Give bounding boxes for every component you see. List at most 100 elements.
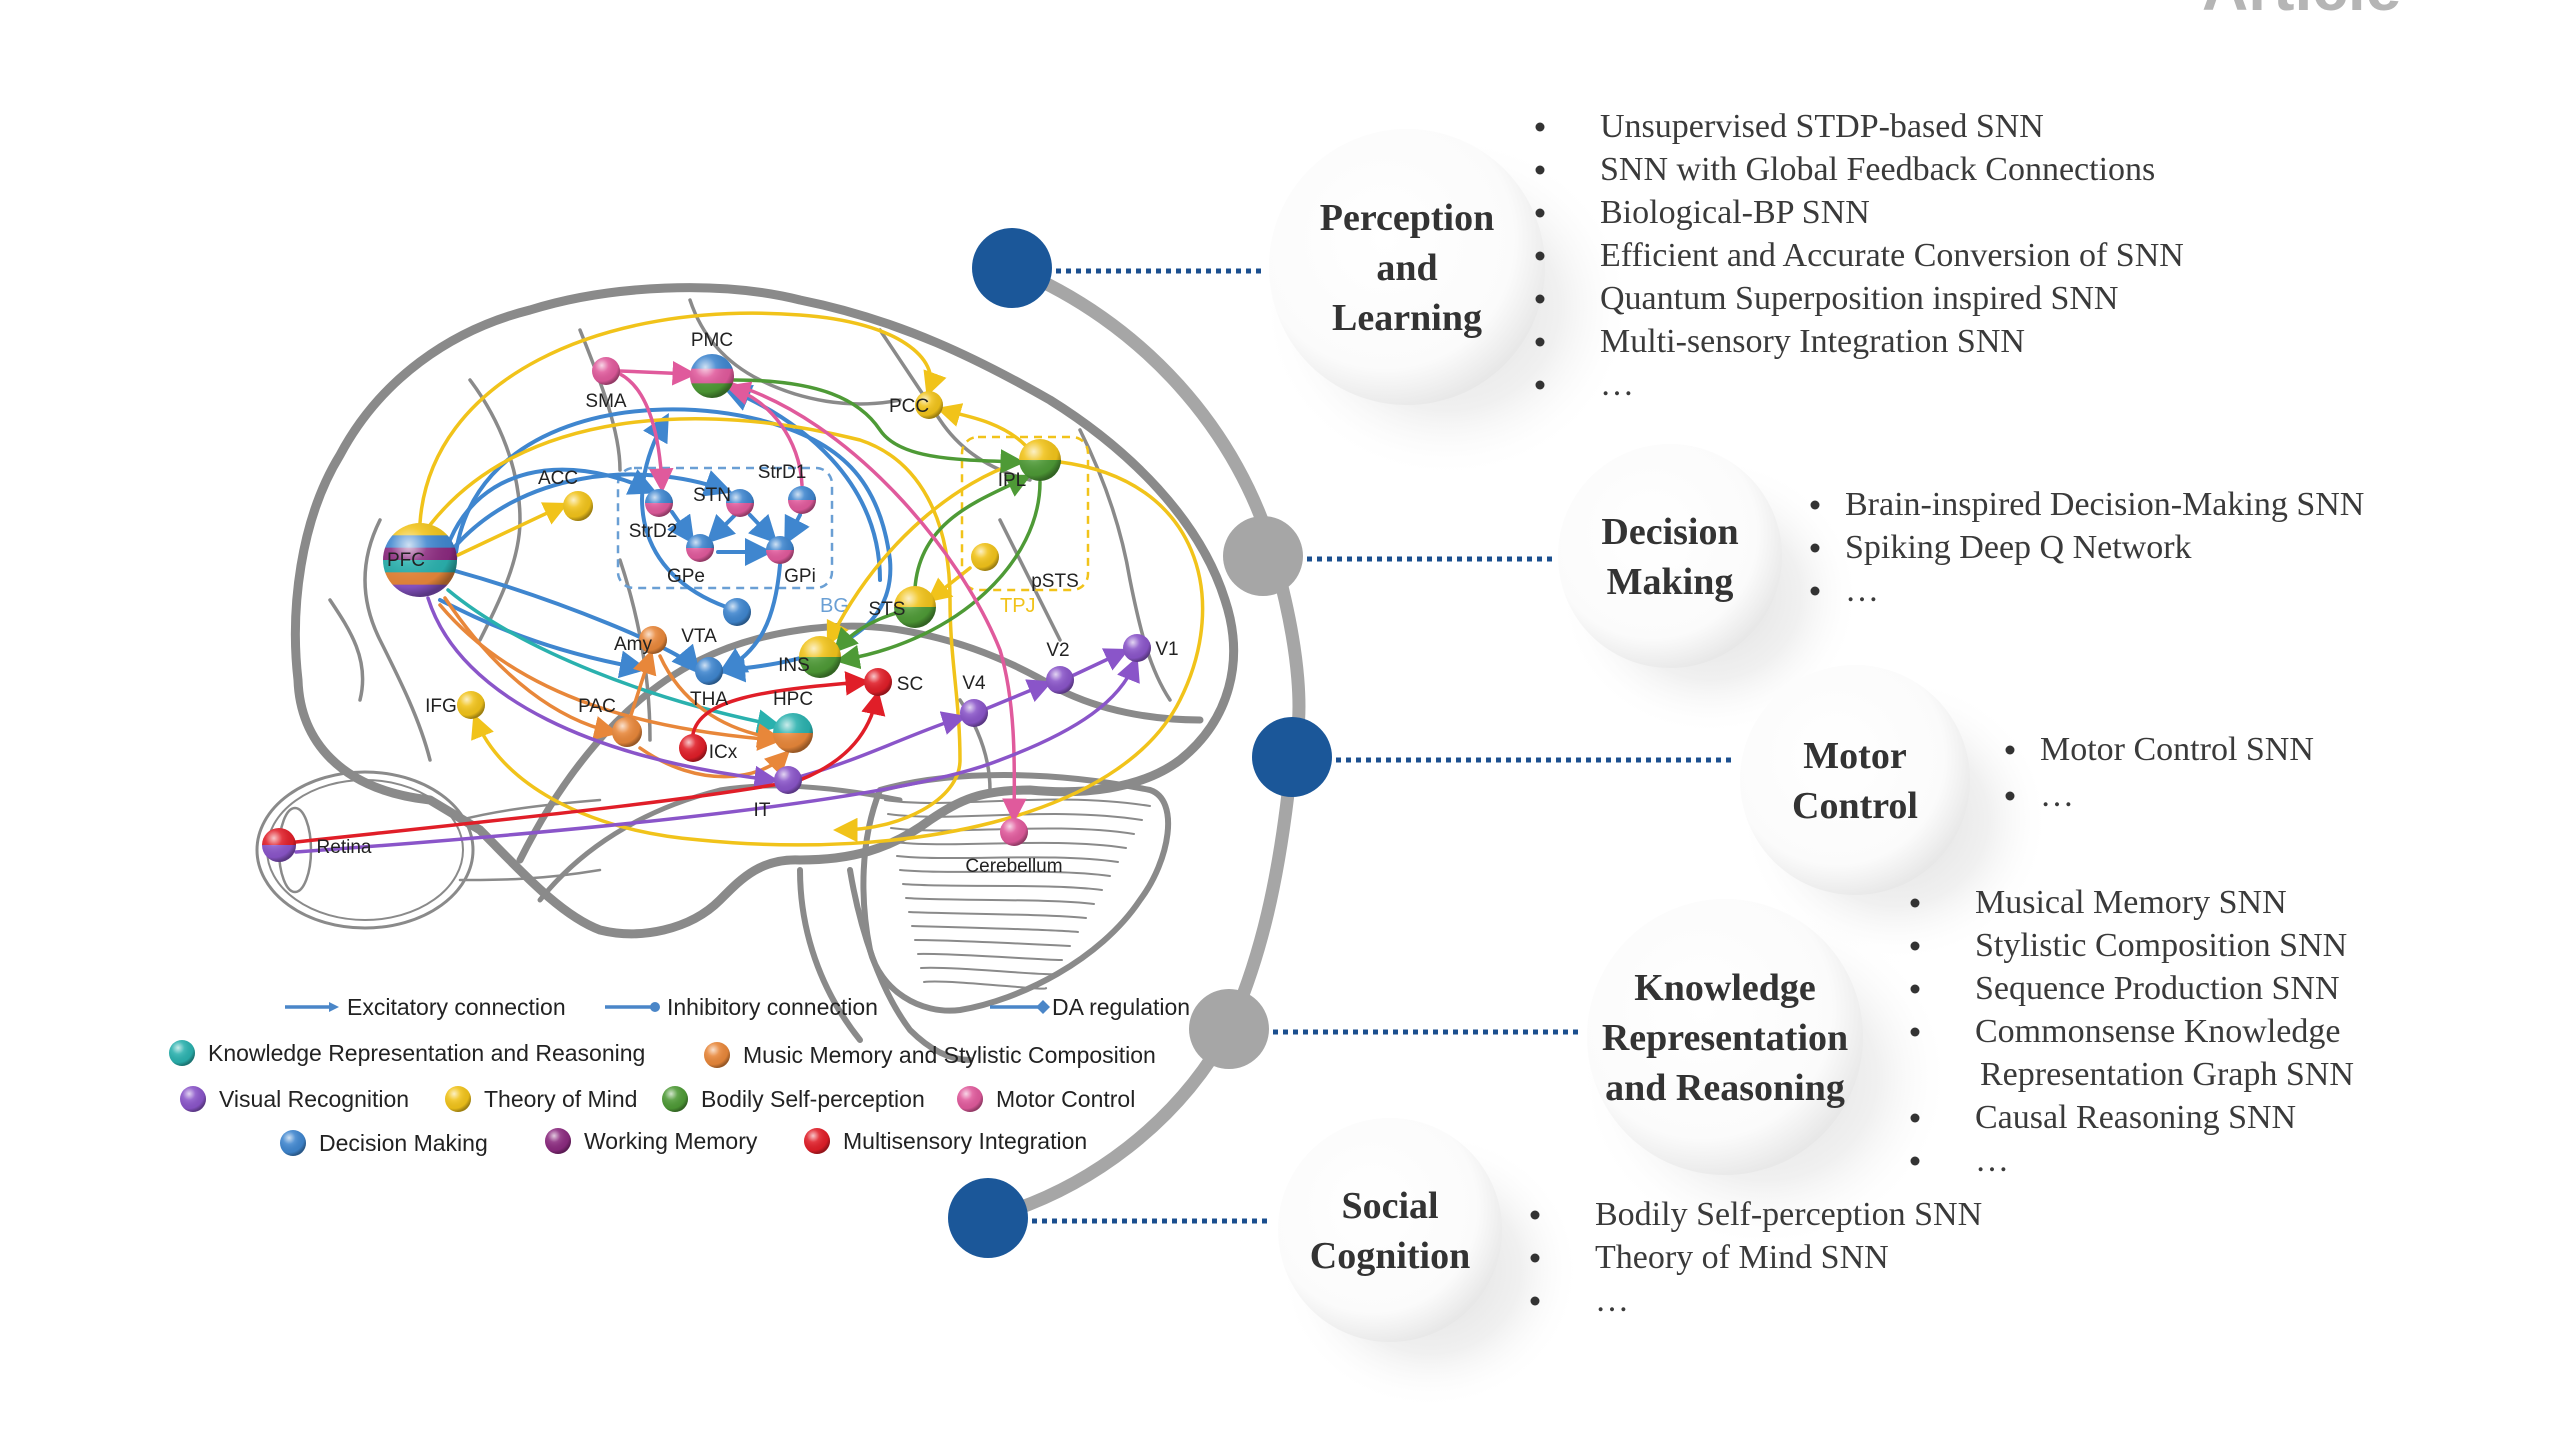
category-bubble	[1558, 444, 1782, 668]
connection-tom	[926, 566, 972, 603]
node-retina: Retina	[262, 828, 372, 862]
category-item: Unsupervised STDP-based SNN	[1600, 108, 2044, 145]
legend-label: Working Memory	[584, 1128, 758, 1154]
timeline-dot	[1189, 989, 1269, 1069]
node-label-pcc: PCC	[889, 396, 929, 417]
legend-label: Excitatory connection	[347, 994, 566, 1020]
connection-decision	[706, 513, 737, 544]
node-label-ipl: IPL	[998, 470, 1027, 491]
connection-decision	[450, 568, 701, 675]
node-shading	[1019, 439, 1061, 481]
category-item: …	[1845, 572, 1879, 609]
bullet-icon	[1910, 941, 1920, 951]
node-stn: STN	[693, 485, 754, 517]
node-shading	[773, 713, 813, 753]
node-label-vta: VTA	[681, 626, 717, 647]
node-shading	[960, 699, 988, 727]
connection-tom	[456, 502, 569, 557]
legend-decision: Decision Making	[280, 1130, 488, 1156]
cerebellum-striation	[893, 841, 1127, 849]
node-shading	[726, 489, 754, 517]
category-item: …	[1600, 366, 1634, 403]
category-item: Representation Graph SNN	[1980, 1056, 2354, 1093]
category-item: Theory of Mind SNN	[1595, 1239, 1889, 1276]
legend-label: Knowledge Representation and Reasoning	[208, 1040, 645, 1066]
node-shading	[1123, 634, 1151, 662]
node-amy: Amy	[614, 626, 667, 655]
category-title: Cognition	[1310, 1235, 1470, 1277]
bullet-icon	[1535, 294, 1545, 304]
node-label-strd1: StrD1	[758, 462, 807, 483]
connection-bodily	[913, 474, 1032, 590]
connection-motor	[725, 381, 804, 487]
category-item: Motor Control SNN	[2040, 731, 2314, 768]
node-it: IT	[754, 766, 802, 821]
node-label-psts: pSTS	[1031, 571, 1079, 592]
node-label-strd2: StrD2	[629, 521, 678, 542]
sphere-shading	[169, 1040, 195, 1066]
node-shading	[788, 486, 816, 514]
legend-label: Theory of Mind	[484, 1086, 637, 1112]
category-item: Commonsense Knowledge	[1975, 1013, 2340, 1050]
node-shading	[1046, 666, 1074, 694]
node-pfc: PFC	[383, 523, 457, 597]
bullet-icon	[1910, 1156, 1920, 1166]
legend-music: Music Memory and Stylistic Composition	[704, 1042, 1156, 1068]
circle-head-icon	[650, 1002, 660, 1012]
node-v2: V2	[1046, 640, 1074, 694]
node-pmc: PMC	[690, 330, 734, 398]
connection-decision	[667, 510, 695, 545]
node-psts: pSTS	[971, 543, 1079, 592]
category-title: Control	[1792, 785, 1918, 827]
timeline-arc	[948, 228, 1332, 1258]
node-pac: PAC	[578, 696, 642, 747]
timeline-dot	[1252, 717, 1332, 797]
sphere-shading	[280, 1130, 306, 1156]
cerebellum-striation	[917, 952, 1063, 962]
legend-label: Visual Recognition	[219, 1086, 409, 1112]
legend-knowledge: Knowledge Representation and Reasoning	[169, 1040, 645, 1066]
node-label-hpc: HPC	[773, 689, 813, 710]
category-item: Brain-inspired Decision-Making SNN	[1845, 486, 2364, 523]
category-item: Spiking Deep Q Network	[1845, 529, 2192, 566]
category-title: Making	[1607, 561, 1734, 603]
legend-motor: Motor Control	[957, 1086, 1135, 1112]
node-gpe: GPe	[667, 534, 714, 587]
node-vta: VTA	[681, 598, 751, 647]
node-shading	[915, 391, 943, 419]
category-item: Musical Memory SNN	[1975, 884, 2287, 921]
connection-visual	[986, 679, 1053, 710]
node-shading	[686, 534, 714, 562]
node-gpi: GPi	[766, 536, 816, 587]
cerebellum-striation	[884, 798, 1151, 807]
bullet-icon	[1910, 898, 1920, 908]
bullet-icon	[1810, 500, 1820, 510]
legend-label: Inhibitory connection	[667, 994, 878, 1020]
legend-bodily: Bodily Self-perception	[662, 1086, 925, 1112]
legend-visual: Visual Recognition	[180, 1086, 409, 1112]
node-tha: THA	[690, 657, 728, 710]
node-label-sts: STS	[869, 599, 906, 620]
legend-label: Music Memory and Stylistic Composition	[743, 1042, 1156, 1068]
connection-multisensory	[294, 690, 886, 844]
bullet-icon	[1535, 122, 1545, 132]
node-ifg: IFG	[425, 691, 485, 719]
bullet-icon	[1910, 1113, 1920, 1123]
sphere-shading	[804, 1128, 830, 1154]
node-label-v4: V4	[962, 673, 986, 694]
node-shading	[723, 598, 751, 626]
connection-multisensory	[691, 671, 870, 736]
category-item: Stylistic Composition SNN	[1975, 927, 2347, 964]
category-item: Multi-sensory Integration SNN	[1600, 323, 2025, 360]
bullet-icon	[1810, 586, 1820, 596]
node-pcc: PCC	[889, 391, 943, 419]
category-bubble	[1587, 899, 1863, 1175]
node-v1: V1	[1123, 634, 1179, 662]
connection-tom	[418, 311, 947, 525]
node-icx: ICx	[679, 734, 738, 763]
cerebellum-striation	[923, 980, 1048, 990]
